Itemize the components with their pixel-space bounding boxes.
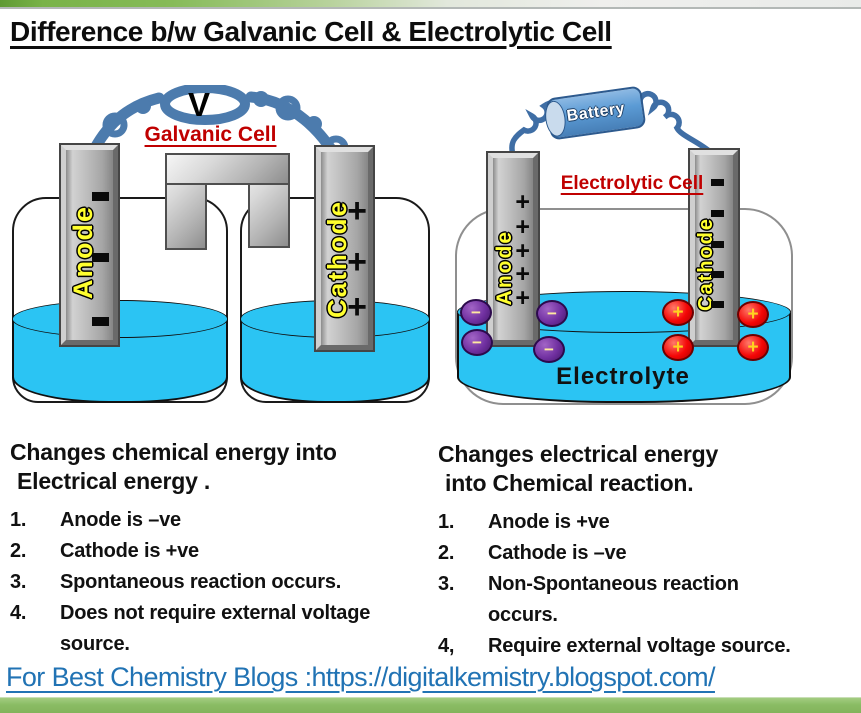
- plus-sign: +: [515, 237, 530, 265]
- heading-line: into Chemical reaction.: [445, 470, 694, 496]
- minus-sign-icon: [92, 253, 109, 262]
- anion: −: [460, 299, 492, 326]
- cation-symbol: +: [747, 336, 759, 358]
- item-text: Cathode is +ve: [60, 540, 199, 562]
- solution-left-surface: [12, 300, 228, 338]
- electrolyte-tank: [455, 208, 793, 405]
- galvanic-description: Changes chemical energy into Electrical …: [10, 438, 440, 660]
- list-item: 1. Anode is –ve: [10, 505, 440, 536]
- anion-symbol: −: [472, 332, 482, 352]
- list-item: 4. Does not require external voltage sou…: [10, 598, 440, 660]
- electrolytic-description: Changes electrical energy into Chemical …: [438, 440, 858, 662]
- item-number: 4.: [10, 602, 27, 624]
- anion: −: [461, 329, 493, 356]
- item-text: Require external voltage source.: [488, 635, 791, 657]
- minus-sign-icon: [711, 271, 724, 278]
- item-text: Cathode is –ve: [488, 542, 627, 564]
- cation-symbol: +: [747, 303, 759, 325]
- blog-link[interactable]: For Best Chemistry Blogs :https://digita…: [6, 662, 716, 692]
- page-title: Difference b/w Galvanic Cell & Electroly…: [10, 16, 612, 47]
- heading-line: Changes electrical energy: [438, 441, 719, 467]
- anode-label: Anode: [68, 205, 98, 299]
- item-number: 1.: [438, 511, 455, 533]
- plus-sign: +: [515, 213, 530, 241]
- plus-sign: +: [347, 192, 367, 230]
- cathode-label: Cathode: [695, 217, 717, 311]
- galvanic-heading: Changes chemical energy into Electrical …: [10, 438, 440, 496]
- cation: +: [662, 334, 694, 361]
- salt-bridge-top: [165, 153, 290, 185]
- cation: +: [662, 299, 694, 326]
- plus-sign: +: [347, 288, 367, 326]
- galvanic-cell-diagram: V Galvanic Cell Anode Cathode + + +: [0, 80, 440, 410]
- anion-symbol: −: [471, 302, 481, 322]
- electrolytic-anode-electrode: Anode + + + + +: [488, 153, 538, 345]
- cation-symbol: +: [672, 301, 684, 323]
- list-item: 2. Cathode is –ve: [438, 538, 858, 569]
- voltmeter-label: V: [187, 86, 210, 123]
- item-number: 4,: [438, 635, 455, 657]
- electrolytic-points-list: 1. Anode is +ve 2. Cathode is –ve 3. Non…: [438, 507, 858, 662]
- item-number: 2.: [10, 540, 27, 562]
- cation-symbol: +: [672, 336, 684, 358]
- battery-label: Battery: [565, 100, 627, 126]
- electrolyte-label: Electrolyte: [556, 363, 690, 390]
- galvanic-cell-label: Galvanic Cell: [144, 123, 277, 146]
- plus-sign: +: [347, 243, 367, 281]
- item-text: Non-Spontaneous reaction occurs.: [488, 573, 739, 626]
- anion-symbol: −: [547, 303, 557, 323]
- electrolytic-cell-label: Electrolytic Cell: [560, 173, 704, 194]
- item-text: Anode is +ve: [488, 511, 610, 533]
- item-text: Anode is –ve: [60, 509, 181, 531]
- heading-line: Electrical energy .: [17, 468, 211, 494]
- plus-sign: +: [515, 260, 530, 288]
- minus-sign-icon: [711, 241, 724, 248]
- list-item: 1. Anode is +ve: [438, 507, 858, 538]
- top-accent-bar: [0, 0, 861, 9]
- minus-sign-icon: [92, 192, 109, 201]
- heading-line: Changes chemical energy into: [10, 439, 337, 465]
- cation: +: [737, 301, 769, 328]
- electrolytic-heading: Changes electrical energy into Chemical …: [438, 440, 858, 498]
- plus-sign: +: [515, 188, 530, 216]
- galvanic-cathode-electrode: Cathode + + +: [316, 147, 373, 350]
- minus-sign-icon: [711, 301, 724, 308]
- item-number: 2.: [438, 542, 455, 564]
- galvanic-points-list: 1. Anode is –ve 2. Cathode is +ve 3. Spo…: [10, 505, 440, 660]
- list-item: 3. Non-Spontaneous reaction occurs.: [438, 569, 858, 631]
- anion: −: [536, 300, 568, 327]
- minus-sign-icon: [711, 179, 724, 186]
- anion-symbol: −: [544, 339, 554, 359]
- minus-sign-icon: [92, 317, 109, 326]
- item-number: 3.: [438, 573, 455, 595]
- minus-sign-icon: [711, 210, 724, 217]
- electrolytic-cell-diagram: Battery Electrolytic Cell Electrolyte An…: [430, 80, 861, 420]
- list-item: 3. Spontaneous reaction occurs.: [10, 567, 440, 598]
- item-text: Does not require external voltage source…: [60, 602, 371, 655]
- list-item: 2. Cathode is +ve: [10, 536, 440, 567]
- plus-sign: +: [515, 284, 530, 312]
- item-text: Spontaneous reaction occurs.: [60, 571, 342, 593]
- anion: −: [533, 336, 565, 363]
- galvanic-anode-electrode: Anode: [61, 145, 118, 345]
- electrolytic-cathode-electrode: Cathode: [690, 150, 738, 345]
- list-item: 4, Require external voltage source.: [438, 631, 858, 662]
- bottom-accent-bar: [0, 697, 861, 713]
- item-number: 3.: [10, 571, 27, 593]
- anode-label: Anode: [493, 230, 516, 306]
- cation: +: [737, 334, 769, 361]
- item-number: 1.: [10, 509, 27, 531]
